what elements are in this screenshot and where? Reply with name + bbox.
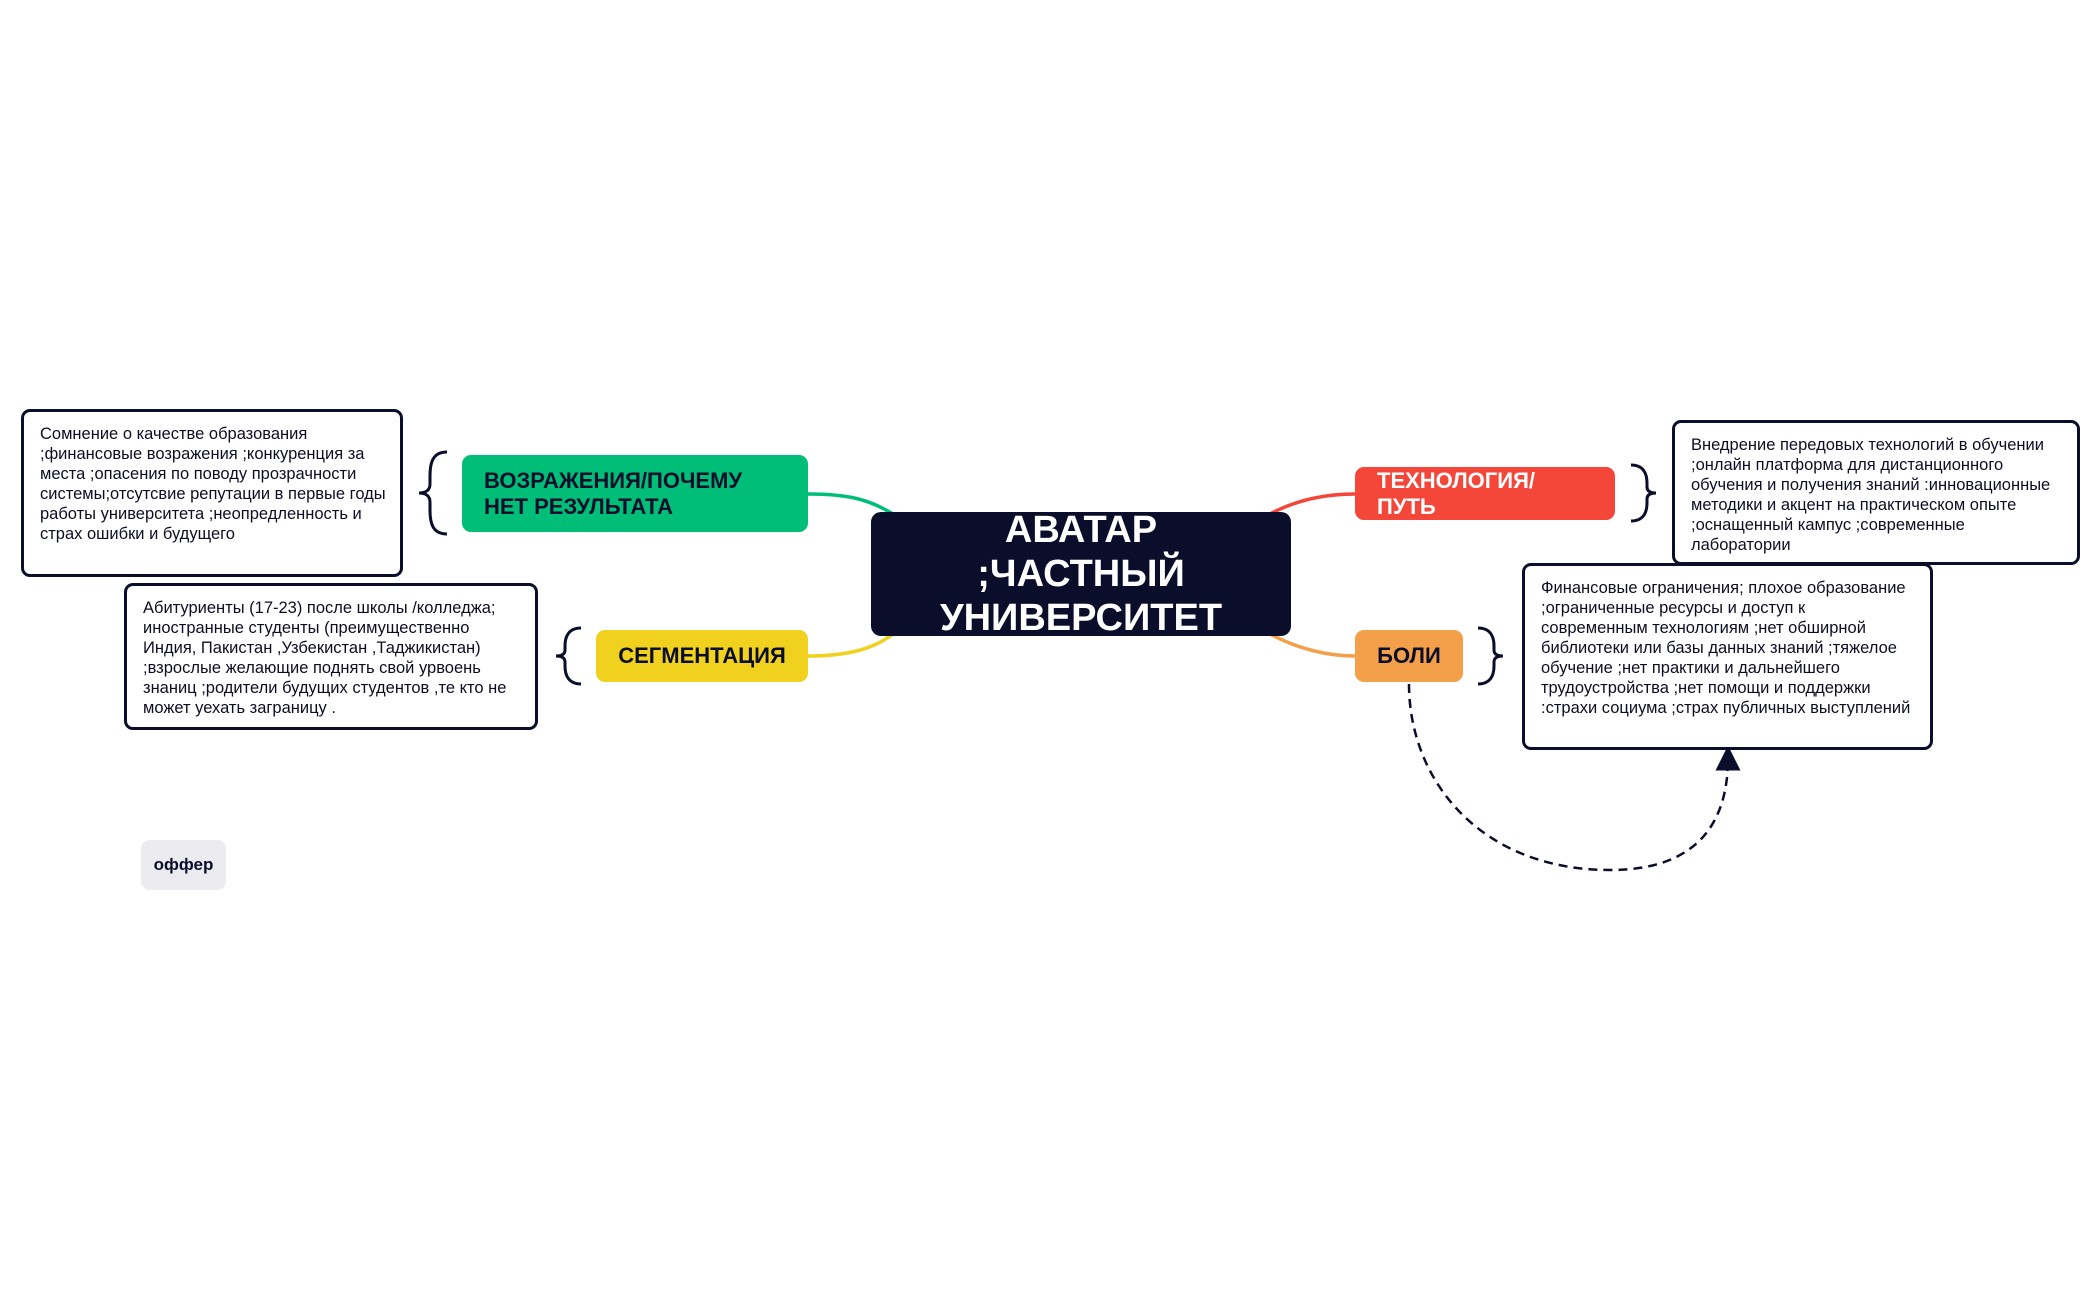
topic-technology[interactable]: ТЕХНОЛОГИЯ/ПУТЬ: [1355, 467, 1615, 520]
floating-topic-offer[interactable]: оффер: [141, 840, 226, 890]
note-segmentation[interactable]: Абитуриенты (17-23) после школы /колледж…: [124, 583, 538, 730]
note-segmentation-text: Абитуриенты (17-23) после школы /колледж…: [143, 599, 507, 717]
connector-segmentation: [807, 632, 895, 658]
connector-pains: [1269, 632, 1356, 658]
brace-objections: [418, 450, 448, 536]
central-topic-title: АВАТАР ;ЧАСТНЫЙ УНИВЕРСИТЕТ: [939, 509, 1223, 639]
topic-technology-label: ТЕХНОЛОГИЯ/ПУТЬ: [1377, 467, 1535, 519]
connector-objections: [807, 492, 894, 516]
note-objections[interactable]: Сомнение о качестве образования ;финансо…: [21, 409, 403, 577]
topic-objections-label: ВОЗРАЖЕНИЯ/ПОЧЕМУ НЕТ РЕЗУЛЬТАТА: [484, 467, 743, 519]
note-technology-text: Внедрение передовых технологий в обучени…: [1691, 436, 2051, 554]
brace-pains: [1477, 626, 1504, 686]
note-pains[interactable]: Финансовые ограничения; плохое образован…: [1522, 563, 1933, 750]
topic-pains[interactable]: БОЛИ: [1355, 630, 1463, 682]
topic-segmentation-label: СЕГМЕНТАЦИЯ: [618, 643, 786, 668]
note-objections-text: Сомнение о качестве образования ;финансо…: [40, 425, 386, 543]
note-technology[interactable]: Внедрение передовых технологий в обучени…: [1672, 420, 2080, 565]
topic-pains-label: БОЛИ: [1377, 643, 1441, 668]
brace-technology: [1630, 463, 1657, 523]
topic-objections[interactable]: ВОЗРАЖЕНИЯ/ПОЧЕМУ НЕТ РЕЗУЛЬТАТА: [462, 455, 808, 532]
brace-segmentation: [555, 626, 582, 686]
floating-topic-offer-label: оффер: [153, 855, 214, 874]
note-pains-text: Финансовые ограничения; плохое образован…: [1541, 579, 1911, 717]
connector-technology: [1269, 492, 1356, 516]
topic-segmentation[interactable]: СЕГМЕНТАЦИЯ: [596, 630, 808, 682]
central-topic[interactable]: АВАТАР ;ЧАСТНЫЙ УНИВЕРСИТЕТ: [871, 509, 1291, 639]
relation-arrow: [1407, 683, 1741, 872]
